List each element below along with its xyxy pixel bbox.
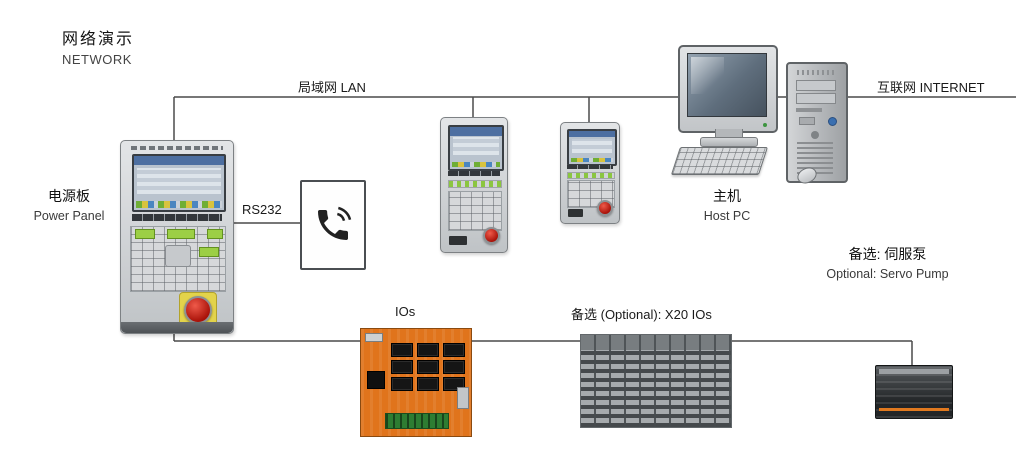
power-panel-label: 电源板 Power Panel — [13, 186, 125, 223]
controller-device-2 — [560, 122, 620, 224]
emergency-stop-button — [184, 296, 212, 324]
phone-icon — [318, 206, 352, 240]
green-key-group — [199, 247, 219, 257]
io-board-label: IOs — [395, 304, 416, 319]
power-panel-vents — [131, 146, 223, 150]
function-key-row — [448, 171, 500, 176]
host-pc-label-zh: 主机 — [713, 188, 741, 204]
diagram-title: 网络演示 NETWORK — [62, 25, 134, 67]
screen-header-bar — [569, 131, 615, 137]
connector-block — [449, 236, 467, 245]
host-pc-monitor — [678, 45, 778, 147]
screen-content-area — [453, 137, 499, 155]
title-zh: 网络演示 — [62, 31, 135, 48]
power-panel-label-en: Power Panel — [33, 209, 105, 223]
host-pc-label: 主机 Host PC — [677, 186, 777, 223]
keypad-grid — [567, 180, 615, 208]
tower-drive-bay — [796, 93, 836, 104]
screen-softkey-row — [571, 158, 613, 162]
screen-content-area — [572, 139, 612, 153]
tower-logo — [811, 131, 819, 139]
navigation-pad — [165, 245, 191, 267]
controller-device-1 — [440, 117, 508, 253]
bus-terminal-module-image — [875, 365, 953, 419]
keypad-grid — [448, 191, 502, 231]
power-panel-device — [120, 140, 234, 334]
tower-reset-button — [799, 117, 815, 125]
host-pc-keyboard — [670, 147, 768, 175]
io-bus-line — [173, 330, 913, 371]
power-panel-screen — [132, 154, 226, 212]
tower-power-button — [828, 117, 837, 126]
x20-io-module-image — [580, 334, 732, 428]
module-orange-stripe — [879, 408, 949, 411]
x20-module-label: 备选 (Optional): X20 IOs — [571, 307, 712, 322]
emergency-stop-button — [597, 200, 613, 216]
monitor-stand-base — [700, 137, 758, 147]
screen-softkey-row — [452, 162, 500, 167]
ic-chip — [417, 377, 439, 391]
module-top-edge — [879, 369, 949, 374]
servo-pump-label-en: Optional: Servo Pump — [826, 267, 949, 281]
ic-chip — [417, 360, 439, 374]
ic-chip — [443, 360, 465, 374]
ic-chip — [417, 343, 439, 357]
servo-pump-label: 备选: 伺服泵 Optional: Servo Pump — [805, 244, 970, 281]
lan-label: 局域网 LAN — [298, 80, 366, 95]
controller2-screen — [567, 129, 617, 166]
power-panel-label-zh: 电源板 — [48, 188, 90, 204]
host-pc-label-en: Host PC — [703, 209, 751, 223]
function-key-row — [132, 214, 222, 221]
screen-header-bar — [134, 156, 224, 165]
host-pc-tower — [786, 62, 848, 183]
ic-chip — [391, 377, 413, 391]
tower-drive-bay — [796, 80, 836, 91]
green-key-group — [167, 229, 195, 239]
side-connector — [457, 387, 469, 409]
internet-label: 互联网 INTERNET — [877, 80, 985, 95]
ic-chip — [391, 343, 413, 357]
io-board-image — [360, 328, 472, 437]
green-key-group — [135, 229, 155, 239]
rs232-label: RS232 — [242, 202, 282, 217]
function-key-row — [567, 165, 613, 169]
title-en: NETWORK — [62, 52, 132, 67]
tower-vent — [797, 70, 835, 75]
green-key-group — [207, 229, 223, 239]
modem-phone-box — [300, 180, 366, 270]
board-connector — [365, 333, 383, 342]
x20-terminal-slots — [581, 350, 731, 427]
screen-softkey-row — [136, 201, 222, 208]
screen-header-bar — [450, 127, 502, 136]
main-ic-chip — [367, 371, 385, 389]
led-indicator-row — [448, 180, 502, 188]
monitor-power-led — [763, 123, 767, 127]
servo-pump-label-zh: 备选: 伺服泵 — [848, 246, 927, 262]
controller1-screen — [448, 125, 504, 171]
green-terminal-strip — [385, 413, 449, 429]
screen-content-area — [137, 168, 221, 194]
x20-top-band — [581, 335, 731, 350]
tower-floppy-slot — [796, 108, 822, 112]
panel-bottom-trim — [121, 322, 233, 333]
ic-chip — [443, 343, 465, 357]
connector-block — [568, 209, 583, 217]
led-indicator-row — [567, 172, 615, 179]
ic-chip — [391, 360, 413, 374]
monitor-bezel — [678, 45, 778, 133]
monitor-screen — [687, 53, 767, 117]
screen-glare — [691, 57, 724, 95]
emergency-stop-button — [483, 227, 500, 244]
